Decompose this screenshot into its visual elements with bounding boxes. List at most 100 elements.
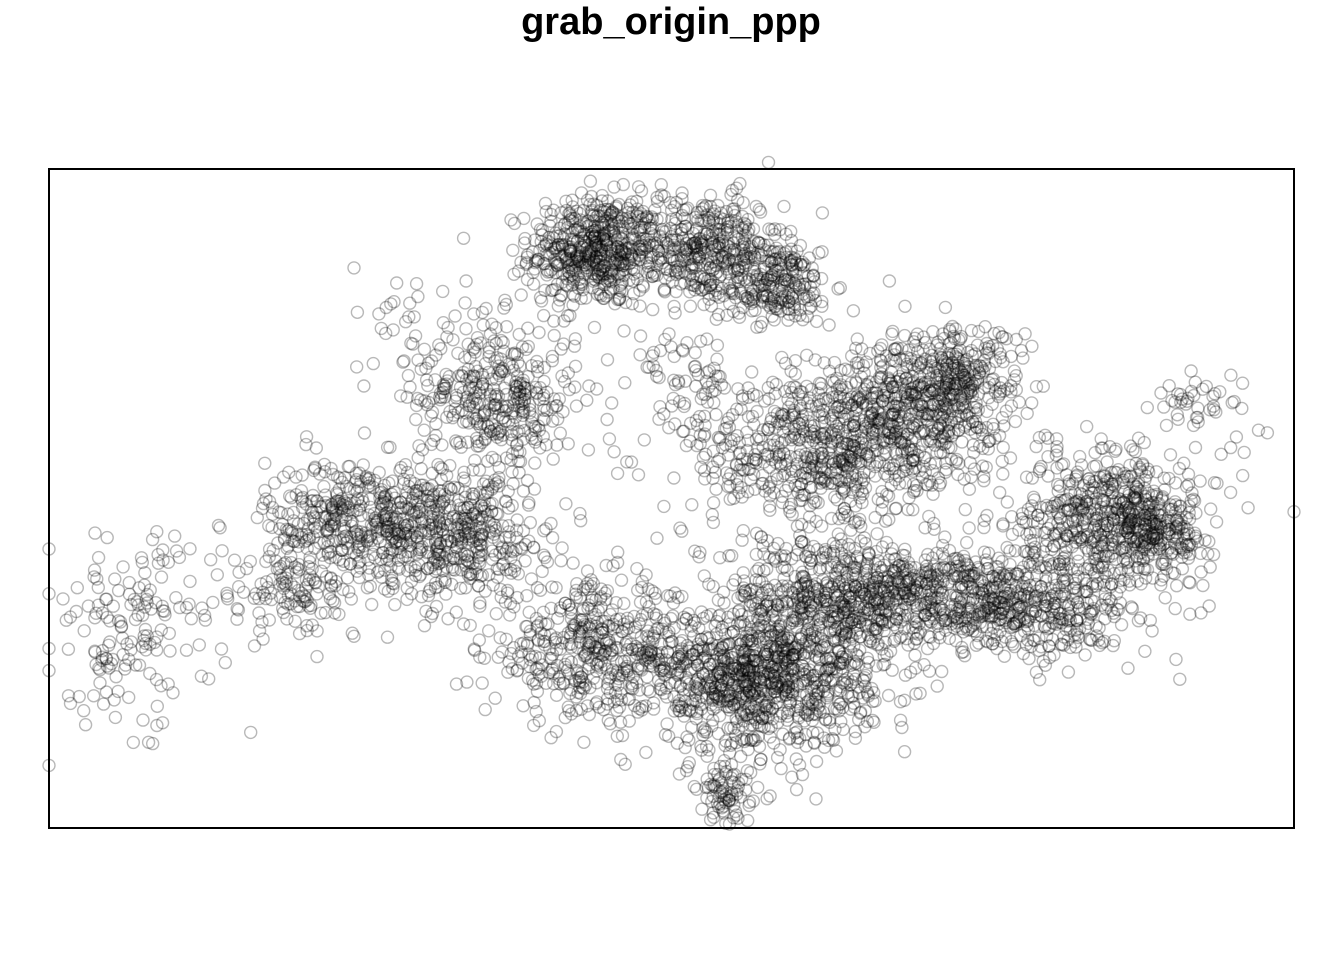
scatter-point [214,642,229,656]
scatter-point [582,244,596,259]
scatter-point [631,468,646,482]
scatter-point [615,214,629,229]
scatter-point [489,607,503,621]
scatter-point [586,253,601,267]
scatter-point [451,346,465,360]
scatter-point [262,613,276,627]
scatter-point [596,231,611,245]
scatter-point [566,274,580,289]
scatter-point [605,205,620,220]
scatter-point [603,273,617,287]
scatter-point [639,251,653,265]
scatter-point [553,426,567,440]
scatter-point [569,263,583,277]
scatter-point [614,573,629,587]
scatter-point [585,207,600,222]
scatter-point [635,238,649,252]
scatter-point [583,248,597,262]
scatter-point [589,210,604,224]
scatter-point [555,275,570,289]
scatter-point [615,232,630,246]
scatter-point [615,226,630,241]
scatter-point [595,194,609,208]
scatter-point [530,581,545,595]
scatter-point [540,248,555,263]
scatter-point [578,227,592,242]
scatter-point [594,243,608,257]
scatter-point [637,433,651,447]
scatter-point [562,269,577,284]
scatter-point [183,574,197,589]
scatter-point [555,267,570,281]
scatter-point [583,231,597,245]
scatter-point [785,770,799,784]
scatter-point [578,257,592,272]
scatter-point [640,240,654,255]
scatter-point [528,233,542,247]
scatter-point [401,368,416,383]
scatter-point [630,207,644,221]
scatter-point [619,257,634,271]
scatter-point [528,255,542,270]
scatter-point [685,498,699,512]
scatter-point [577,735,591,749]
scatter-point [598,233,613,247]
scatter-point [555,541,569,555]
scatter-point [540,263,554,277]
scatter-point [626,221,640,236]
scatter-point [809,314,824,329]
scatter-point [552,238,566,252]
scatter-point [599,234,614,248]
scatter-point [616,219,630,233]
scatter-point [582,218,597,232]
scatter-point [640,210,654,225]
scatter-point [590,234,604,249]
scatter-point [601,232,615,247]
scatter-point [625,249,639,264]
scatter-point [555,240,570,254]
scatter-point [571,234,585,248]
scatter-point [574,277,588,291]
scatter-point [108,710,123,725]
scatter-point [522,605,536,619]
scatter-point [578,258,592,272]
scatter-point [725,549,739,563]
scatter-point [332,607,346,622]
scatter-point [609,201,623,215]
scatter-point [834,714,848,729]
scatter-point [622,205,636,220]
scatter-point [546,245,560,259]
scatter-point [585,240,599,255]
scatter-point [564,247,578,261]
scatter-point [605,263,619,277]
scatter-point [203,553,218,567]
scatter-point [544,262,559,277]
scatter-point [519,257,533,271]
scatter-point [619,295,633,310]
scatter-point [593,263,607,277]
scatter-point [591,267,605,281]
scatter-point [908,648,922,662]
scatter-point [600,238,614,252]
scatter-point [633,283,647,297]
scatter-point [555,237,569,252]
scatter-point [417,619,432,633]
scatter-point [848,724,862,739]
scatter-point [597,215,612,229]
scatter-point [571,268,585,282]
scatter-point [608,228,622,243]
scatter-point [575,240,589,255]
scatter-point [636,278,650,292]
scatter-point [560,279,575,293]
scatter-point [616,177,630,192]
scatter-point [598,249,612,264]
scatter-point [566,232,580,247]
scatter-point [604,223,619,238]
scatter-point [569,399,584,413]
scatter-point [569,251,583,265]
scatter-point [607,445,621,459]
scatter-point [706,515,721,530]
scatter-point [614,277,628,291]
scatter-point [568,211,582,226]
scatter-point [218,655,233,670]
